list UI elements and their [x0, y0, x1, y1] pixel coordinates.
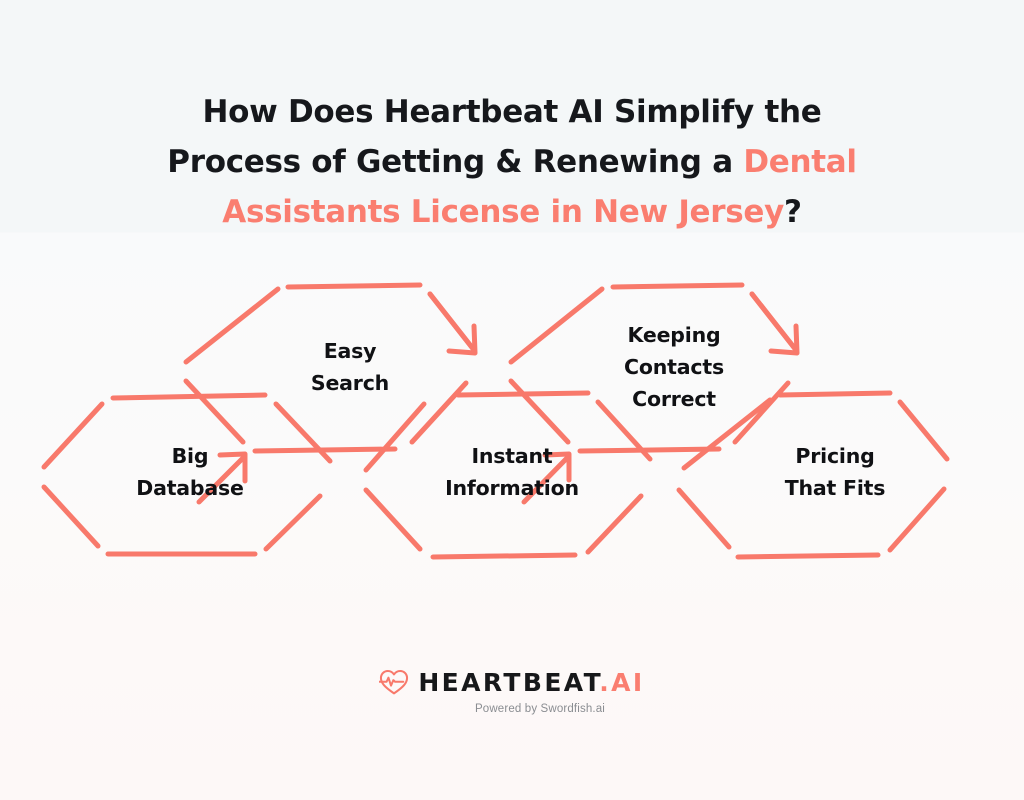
brand-logo: HEARTBEAT.AI Powered by Swordfish.ai	[0, 668, 1024, 715]
logo-wordmark: HEARTBEAT.AI	[418, 670, 644, 695]
title-line-1: How Does Heartbeat AI Simplify the	[202, 93, 822, 130]
arrow-db-to-search	[196, 451, 248, 505]
logo-brand-name: HEARTBEAT	[418, 667, 600, 697]
title-accent-dental: Dental	[743, 143, 857, 180]
arrow-instant-to-keeping	[521, 451, 572, 505]
logo-row: HEARTBEAT.AI	[379, 668, 644, 696]
hexagon-pricing-that-fits[interactable]	[676, 390, 950, 560]
heart-pulse-icon	[379, 669, 409, 695]
arrow-search-to-instant	[427, 291, 478, 356]
hexagon-flow-svg	[41, 282, 950, 560]
hexagon-big-database[interactable]	[41, 392, 333, 557]
logo-tagline: Powered by Swordfish.ai	[474, 703, 605, 715]
hexagon-keeping-contacts[interactable]	[508, 282, 799, 454]
title-question-mark: ?	[784, 193, 802, 230]
hexagon-flow-diagram: Big Database Easy Search Instant Informa…	[0, 252, 1024, 602]
hexagon-instant-information[interactable]	[363, 390, 653, 560]
hexagon-easy-search[interactable]	[183, 282, 477, 454]
arrow-keeping-to-pricing	[749, 291, 800, 356]
page-title: How Does Heartbeat AI Simplify the Proce…	[0, 87, 1024, 237]
logo-brand-suffix: .AI	[599, 667, 645, 697]
header-band	[0, 0, 1024, 232]
title-line-2-plain: Process of Getting & Renewing a	[167, 143, 744, 180]
title-accent-license: Assistants License in New Jersey	[222, 193, 785, 230]
